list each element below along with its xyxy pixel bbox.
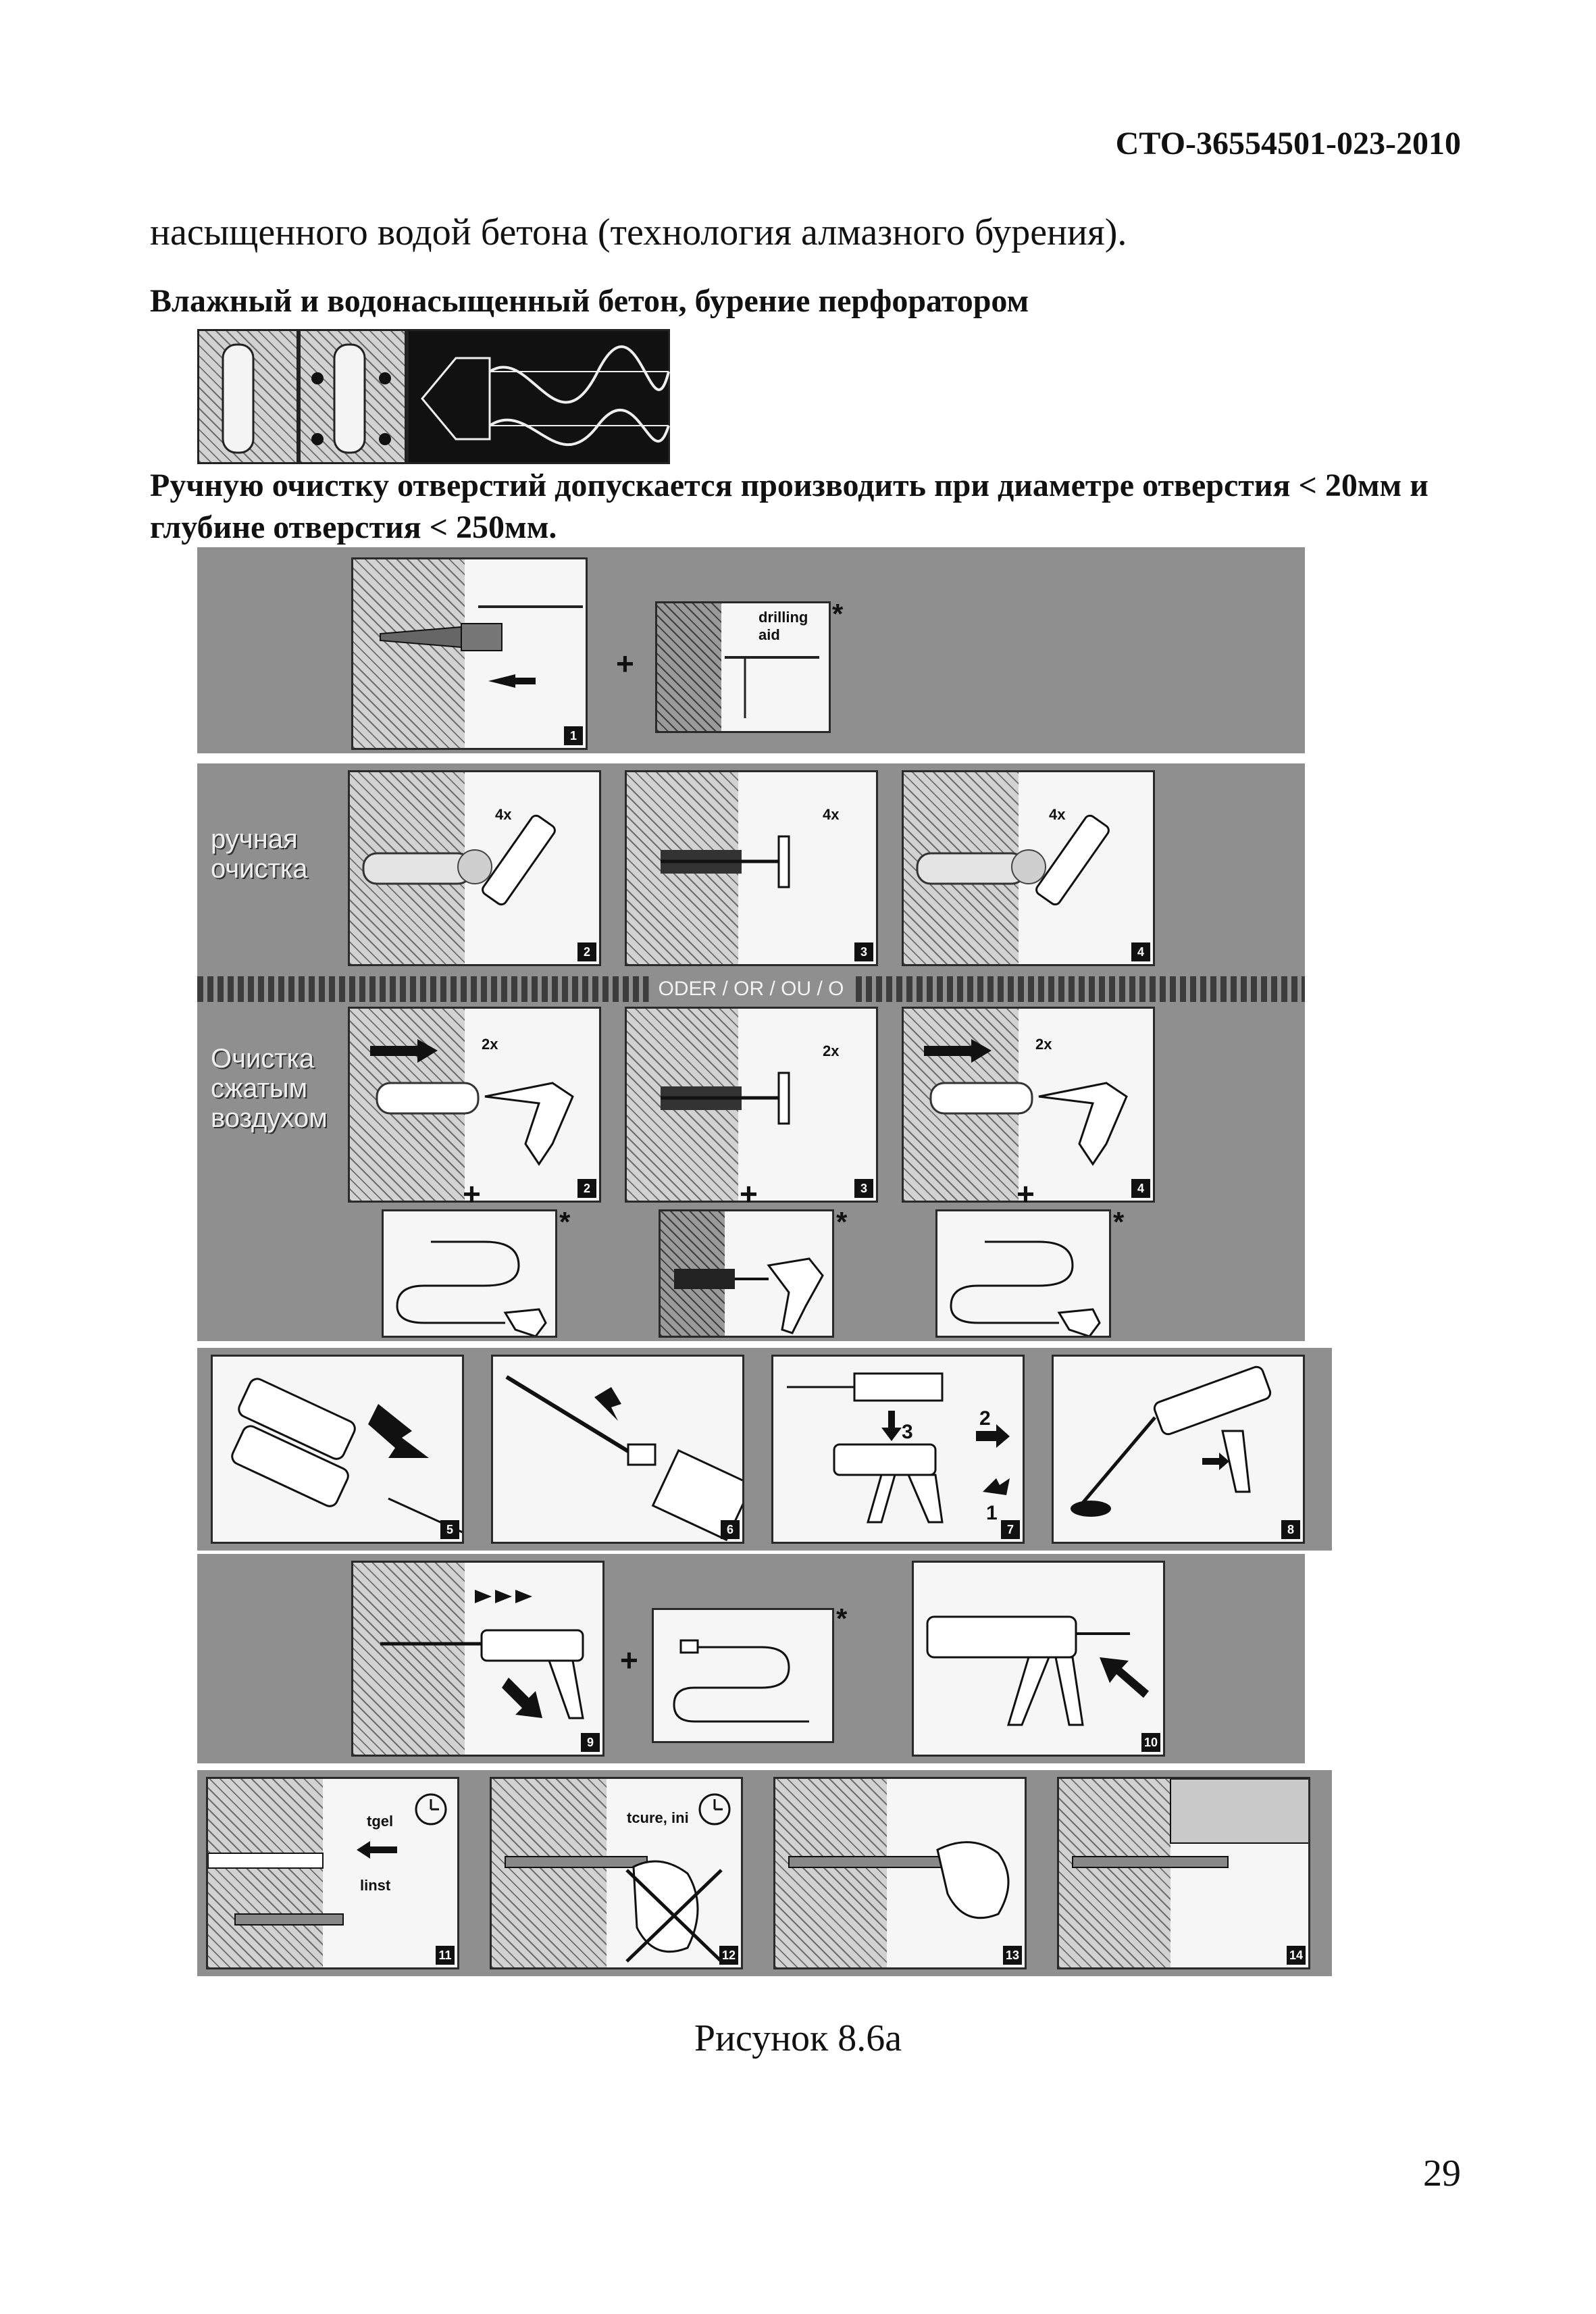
panel-step-7: 3 2 1 7	[771, 1355, 1025, 1544]
asterisk: *	[832, 598, 844, 630]
concrete-block	[353, 1563, 465, 1755]
concrete-block	[657, 603, 721, 731]
concrete-block	[1059, 1779, 1170, 1967]
panel-step-3-manual: 4x 3	[625, 770, 878, 966]
drilling-aid-label: drilling aid	[758, 609, 808, 643]
panel-step-13: 13	[773, 1777, 1027, 1969]
drilling-method-icons	[197, 329, 670, 464]
panel-step-6: 6	[491, 1355, 744, 1544]
panel-compressed-air-aid-1	[382, 1209, 557, 1338]
step-number: 11	[436, 1946, 455, 1965]
step-number: 9	[581, 1733, 600, 1752]
step-number: 14	[1287, 1946, 1306, 1965]
panel-step-11: tgel linst 11	[206, 1777, 459, 1969]
manual-cleaning-label: ручная очистка	[211, 824, 308, 884]
water-saturated-hole-icon	[299, 329, 407, 464]
times-label: 4x	[823, 806, 840, 823]
panel-step-9: 9	[351, 1561, 604, 1757]
intro-paragraph: насыщенного водой бетона (технология алм…	[150, 211, 1127, 253]
step-number: 2	[577, 1179, 596, 1198]
asterisk: *	[836, 1603, 848, 1634]
panel-injection-aid	[652, 1608, 834, 1743]
step-number: 2	[577, 942, 596, 961]
panel-step-4-manual: 4x 4	[902, 770, 1155, 966]
asterisk: *	[559, 1206, 571, 1238]
asterisk: *	[836, 1206, 848, 1238]
panel-step-10: 10	[912, 1561, 1165, 1757]
panel-compressed-air-aid-2	[935, 1209, 1111, 1338]
install-length-label: linst	[360, 1877, 391, 1894]
step-number: 13	[1003, 1946, 1022, 1965]
page-number: 29	[1423, 2153, 1461, 2194]
times-label: 4x	[495, 806, 512, 823]
section-heading: Влажный и водонасыщенный бетон, бурение …	[150, 283, 1029, 319]
panel-step-5: 5	[211, 1355, 464, 1544]
panel-step-12: tcure, ini 12	[490, 1777, 743, 1969]
or-divider: ODER / OR / OU / O	[197, 976, 1305, 1002]
step-number: 10	[1141, 1733, 1160, 1752]
plus-sign: +	[463, 1176, 481, 1211]
cure-time-label: tcure, ini	[627, 1809, 689, 1826]
step-number: 4	[1131, 942, 1150, 961]
times-label: 2x	[482, 1036, 498, 1053]
panel-step-14: 14	[1057, 1777, 1310, 1969]
asterisk: *	[1113, 1206, 1125, 1238]
plus-sign: +	[620, 1642, 638, 1678]
concrete-block	[775, 1779, 887, 1967]
or-divider-label: ODER / OR / OU / O	[648, 976, 854, 1002]
step-number: 12	[719, 1946, 738, 1965]
times-label: 2x	[823, 1042, 840, 1059]
plus-sign: +	[740, 1176, 758, 1211]
plus-sign: +	[1016, 1176, 1035, 1211]
panel-step-1: 1	[351, 557, 588, 750]
panel-step-1-drilling-aid: drilling aid	[655, 601, 831, 733]
panel-step-8: 8	[1052, 1355, 1305, 1544]
step-number: 3	[854, 1179, 873, 1198]
times-label: 2x	[1035, 1036, 1052, 1053]
plus-sign: +	[616, 646, 634, 681]
cleaning-condition-text: Ручную очистку отверстий допускается про…	[150, 468, 1428, 545]
panel-step-3-air: 2x 3	[625, 1007, 878, 1203]
step-number: 3	[854, 942, 873, 961]
step-number: 5	[440, 1520, 459, 1539]
document-code: СТО-36554501-023-2010	[1115, 126, 1461, 161]
wet-concrete-hole-icon	[197, 329, 299, 464]
gel-time-label: tgel	[367, 1813, 394, 1830]
air-cleaning-label: Очистка сжатым воздухом	[211, 1044, 328, 1133]
panel-step-2-air: 2x 2	[348, 1007, 601, 1203]
panel-drill-brush-aid	[659, 1209, 834, 1338]
order-number-1: 1	[986, 1502, 998, 1524]
step-number: 6	[721, 1520, 740, 1539]
step-number: 7	[1001, 1520, 1020, 1539]
times-label: 4x	[1049, 806, 1066, 823]
hammer-drill-bit-icon	[407, 329, 670, 464]
order-number-2: 2	[979, 1407, 991, 1430]
step-number: 4	[1131, 1179, 1150, 1198]
panel-step-2-manual: 4x 2	[348, 770, 601, 966]
concrete-block	[492, 1779, 607, 1967]
concrete-block	[208, 1779, 323, 1967]
concrete-block	[353, 559, 465, 748]
order-number-3: 3	[902, 1421, 913, 1443]
figure-caption: Рисунок 8.6а	[694, 2017, 902, 2059]
panel-step-4-air: 2x 4	[902, 1007, 1155, 1203]
step-number: 1	[564, 726, 583, 745]
step-number: 8	[1281, 1520, 1300, 1539]
